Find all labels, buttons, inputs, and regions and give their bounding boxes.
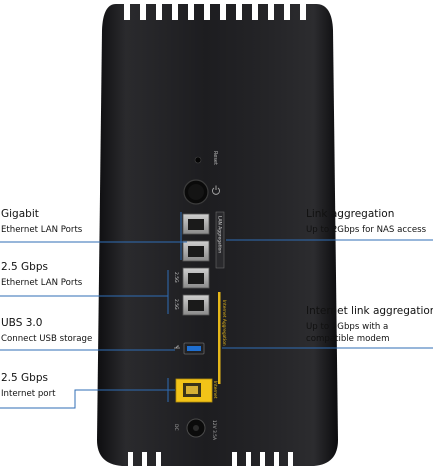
internet-aggregation-bar — [218, 292, 221, 384]
callout-internet-link-aggregation-subtitle: Up to 2Gbps with a compatible modem — [306, 322, 390, 344]
usb-icon — [174, 345, 180, 349]
callout-usb: UBS 3.0 Connect USB storage — [1, 317, 92, 345]
callout-link-aggregation: Link aggregation Up to 2Gbps for NAS acc… — [306, 208, 426, 236]
callout-usb-title: UBS 3.0 — [1, 317, 43, 329]
callout-gigabit-subtitle: Ethernet LAN Ports — [1, 225, 83, 235]
power-icon — [212, 185, 220, 195]
port-25g-label-1: 2.5G — [173, 272, 179, 283]
callout-gigabit: Gigabit Ethernet LAN Ports — [1, 208, 82, 236]
callout-lines — [0, 212, 433, 409]
callout-internet-port: 2.5 Gbps Internet port — [1, 372, 55, 400]
usb-port[interactable] — [183, 342, 205, 355]
callout-internet-link-aggregation-title: Internet link aggregation — [306, 305, 433, 317]
dc-label: DC — [173, 424, 179, 431]
bottom-vents — [128, 452, 293, 468]
gigabit-lan-ports[interactable] — [182, 213, 210, 262]
callout-usb-subtitle: Connect USB storage — [1, 334, 93, 344]
callout-25g-lan: 2.5 Gbps Ethernet LAN Ports — [1, 261, 82, 289]
callout-internet-link-aggregation: Internet link aggregation Up to 2Gbps wi… — [306, 305, 433, 345]
power-rating-label: 12V 3.5A — [211, 420, 217, 440]
lan-25g-ports[interactable] — [182, 267, 210, 316]
internet-port-label: Internet — [212, 381, 218, 399]
internet-port[interactable] — [175, 378, 213, 403]
callout-gigabit-title: Gigabit — [1, 208, 39, 220]
callout-25g-lan-subtitle: Ethernet LAN Ports — [1, 278, 83, 288]
lan-aggregation-label: LAN Aggregation — [217, 216, 223, 253]
reset-label: Reset — [212, 151, 218, 165]
callout-internet-port-subtitle: Internet port — [1, 389, 56, 399]
callout-internet-port-title: 2.5 Gbps — [1, 372, 48, 384]
port-25g-label-2: 2.5G — [173, 299, 179, 310]
internet-aggregation-label: Internet Aggregation — [221, 300, 227, 346]
callout-25g-lan-title: 2.5 Gbps — [1, 261, 48, 273]
top-vents — [124, 0, 306, 20]
callout-link-aggregation-subtitle: Up to 2Gbps for NAS access — [306, 225, 427, 235]
callout-link-aggregation-title: Link aggregation — [306, 208, 395, 220]
lan-aggregation-strip — [215, 211, 225, 269]
reset-pinhole[interactable] — [194, 156, 202, 164]
